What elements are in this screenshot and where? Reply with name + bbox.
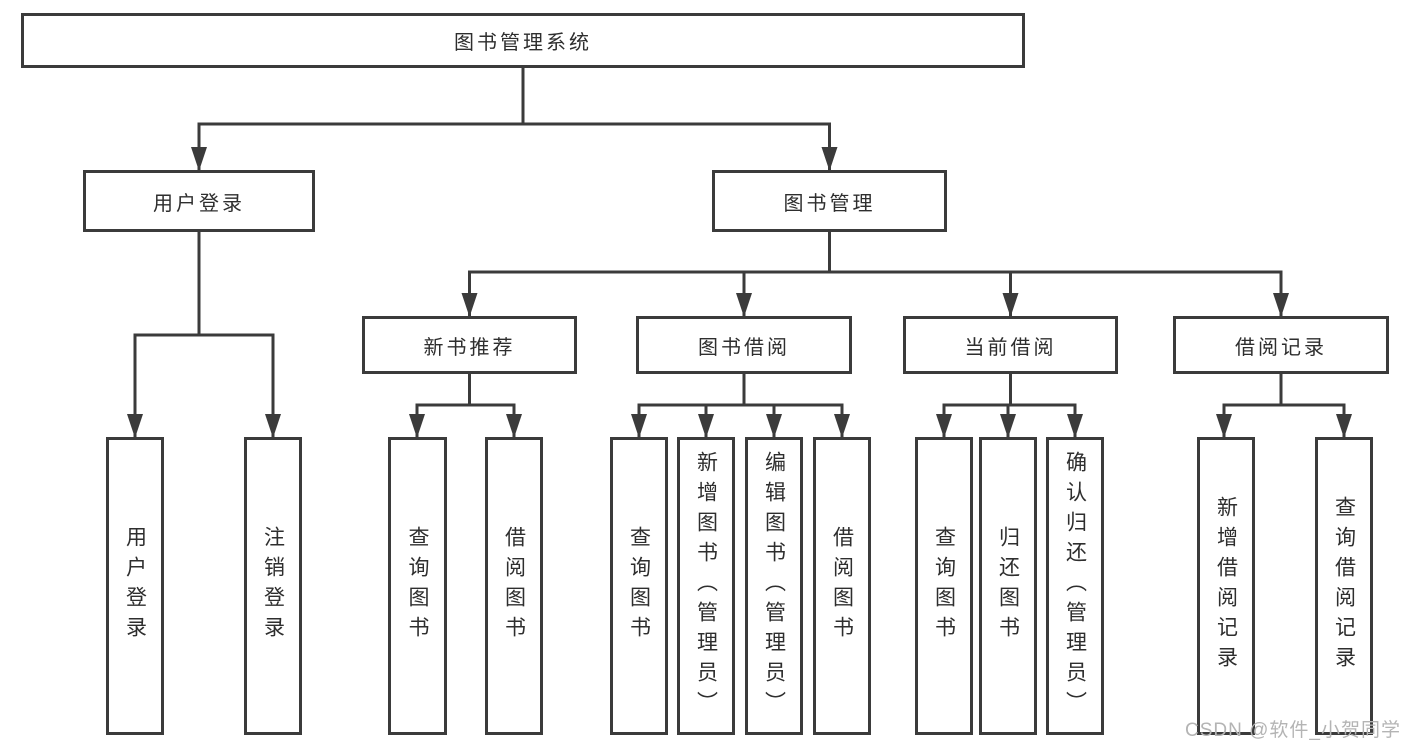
csdn-watermark: CSDN @软件_小贺同学 [1185, 720, 1401, 741]
node-label: 借阅记录 [1235, 336, 1327, 359]
node-system-root: 图书管理系统 [21, 13, 1025, 68]
leaf-confirm-return-admin: 确认归还（管理员） [1046, 437, 1104, 735]
node-label: 查询借阅记录 [1332, 496, 1356, 676]
node-user-login: 用户登录 [83, 170, 315, 232]
node-new-book-recommend: 新书推荐 [362, 316, 577, 374]
node-label: 查询图书 [406, 526, 429, 646]
node-label: 当前借阅 [964, 336, 1057, 359]
node-label: 图书借阅 [698, 336, 790, 359]
node-borrowing-records: 借阅记录 [1173, 316, 1389, 374]
node-label: 借阅图书 [502, 526, 526, 646]
leaf-query-book-bb: 查询图书 [610, 437, 668, 735]
node-label: 编辑图书（管理员） [762, 451, 786, 721]
leaf-query-book-cb: 查询图书 [915, 437, 973, 735]
node-label: 新书推荐 [423, 336, 516, 359]
node-label: 借阅图书 [830, 526, 854, 646]
leaf-return-book: 归还图书 [979, 437, 1037, 735]
node-label: 归还图书 [996, 526, 1020, 646]
node-label: 查询图书 [932, 526, 956, 646]
leaf-query-borrow-record: 查询借阅记录 [1315, 437, 1373, 735]
leaf-edit-book-admin: 编辑图书（管理员） [745, 437, 803, 735]
node-book-borrowing: 图书借阅 [636, 316, 852, 374]
leaf-logout: 注销登录 [244, 437, 302, 735]
node-label: 查询图书 [627, 526, 651, 646]
node-label: 图书管理 [783, 192, 876, 215]
leaf-add-borrow-record: 新增借阅记录 [1197, 437, 1255, 735]
node-label: 新增图书（管理员） [694, 451, 718, 721]
node-label: 注销登录 [261, 526, 285, 646]
leaf-borrow-book-bb: 借阅图书 [813, 437, 871, 735]
node-label: 用户登录 [153, 192, 245, 215]
node-label: 新增借阅记录 [1214, 496, 1238, 676]
node-label: 确认归还（管理员） [1063, 451, 1087, 721]
node-book-management: 图书管理 [712, 170, 947, 232]
leaf-query-book-nb: 查询图书 [388, 437, 447, 735]
node-current-borrowing: 当前借阅 [903, 316, 1118, 374]
leaf-add-book-admin: 新增图书（管理员） [677, 437, 735, 735]
node-label: 图书管理系统 [454, 32, 592, 54]
node-label: 用户登录 [123, 526, 147, 646]
leaf-borrow-book-nb: 借阅图书 [485, 437, 543, 735]
leaf-user-login: 用户登录 [106, 437, 164, 735]
